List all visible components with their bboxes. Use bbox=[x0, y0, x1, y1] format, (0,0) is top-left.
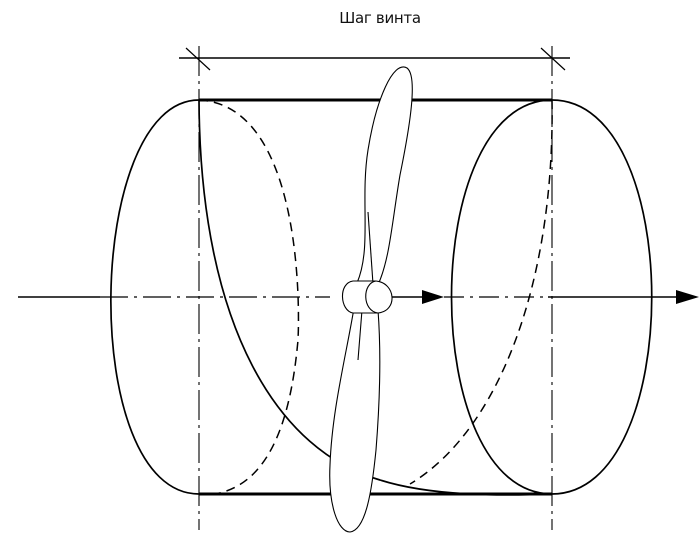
pitch-tick-left bbox=[185, 47, 211, 71]
propeller bbox=[329, 66, 413, 533]
pitch-tick-right bbox=[540, 47, 566, 71]
helix-back-curve-right bbox=[409, 99, 553, 485]
propeller-blade-top-edge bbox=[367, 211, 374, 285]
cylinder-left-end bbox=[110, 99, 200, 495]
propeller-blade-top bbox=[356, 66, 413, 286]
propeller-hub-face bbox=[365, 280, 379, 314]
axis-arrow-middle bbox=[422, 290, 444, 304]
propeller-hub bbox=[341, 280, 393, 314]
axis-arrow-right bbox=[676, 290, 699, 304]
propeller-blade-bottom bbox=[329, 307, 381, 533]
propeller-blade-bottom-edge bbox=[357, 309, 363, 361]
pitch-label: Шаг винта bbox=[339, 9, 421, 27]
helix-back-curve-left bbox=[198, 99, 300, 495]
